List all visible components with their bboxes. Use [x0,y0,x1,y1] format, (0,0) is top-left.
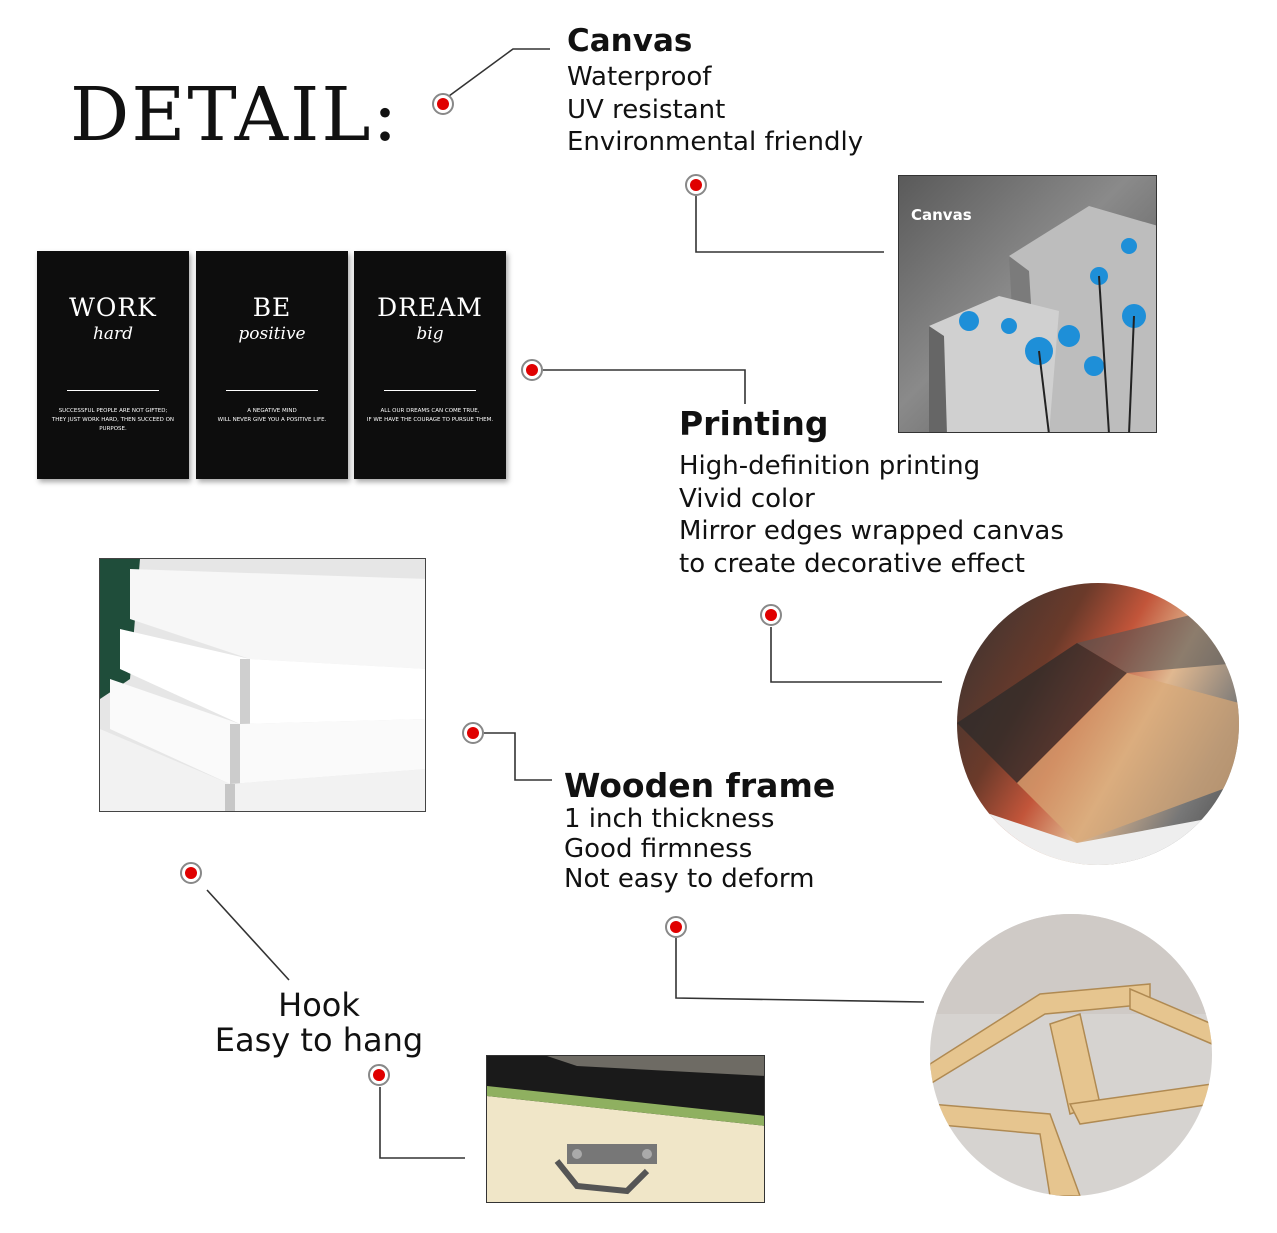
poster-title: WORK [69,293,157,322]
wooden-frame-connector [484,732,552,781]
wooden-frame-heading: Wooden frame [564,766,836,805]
canvas-photo-marker-dot [685,174,707,196]
printing-feature: Printing High-definition printing Vivid … [679,404,1064,580]
canvas-photo: Canvas [898,175,1157,433]
hook-feature: Hook Easy to hang [206,986,432,1060]
hook-subheading: Easy to hang [214,1021,424,1060]
poster-quote: A NEGATIVE MIND [247,408,297,414]
frame-photo-connector [675,938,925,1003]
printing-line: Vivid color [679,483,815,514]
canvas-connector [448,48,550,97]
hook-photo-connector [379,1087,465,1159]
poster-rule [384,390,476,391]
wooden-frame-illustration [930,914,1212,1196]
printing-line: to create decorative effect [679,548,1025,579]
printing-marker-dot [521,359,543,381]
hook-photo-marker-dot [368,1064,390,1086]
poster-set: WORK hard SUCCESSFUL PEOPLE ARE NOT GIFT… [37,251,509,481]
poster-rule [67,390,159,391]
canvas-photo-label: Canvas [911,206,972,224]
poster-work-hard: WORK hard SUCCESSFUL PEOPLE ARE NOT GIFT… [37,251,189,479]
mirror-edge-connector [770,627,942,683]
hook-photo [486,1055,765,1203]
wooden-frame-line: Good firmness [564,834,753,865]
mirror-edge-marker-dot [760,604,782,626]
printing-connector [543,369,746,404]
wooden-frame-line: Not easy to deform [564,864,815,895]
wooden-frame-photo [930,914,1212,1196]
canvas-heading: Canvas [567,23,693,59]
printing-line: Mirror edges wrapped canvas [679,516,1064,547]
stacked-frames-photo [99,558,426,812]
canvas-feature: Canvas Waterproof UV resistant Environme… [567,24,863,159]
hook-heading: Hook [278,986,360,1024]
stacked-frames-illustration [100,559,425,811]
canvas-line: UV resistant [567,94,726,125]
poster-title: BE [252,293,292,322]
poster-quote: IF WE HAVE THE COURAGE TO PURSUE THEM. [366,417,494,423]
canvas-line: Waterproof [567,62,712,93]
hook-connector [206,889,290,981]
canvas-photo-illustration [929,206,1156,432]
page-title: DETAIL: [70,72,400,158]
printing-line: High-definition printing [679,451,981,482]
poster-script: big [416,324,444,344]
poster-dream-big: DREAM big ALL OUR DREAMS CAN COME TRUE, … [354,251,506,479]
poster-rule [226,390,318,391]
mirror-edge-illustration [957,603,1239,865]
poster-quote: THEY JUST WORK HARD, THEN SUCCEED ON PUR… [51,417,175,432]
poster-quote: WILL NEVER GIVE YOU A POSITIVE LIFE. [217,417,327,423]
poster-title: DREAM [377,293,483,322]
poster-quote: ALL OUR DREAMS CAN COME TRUE, [380,408,480,414]
poster-be-positive: BE positive A NEGATIVE MIND WILL NEVER G… [196,251,348,479]
frame-photo-marker-dot [665,916,687,938]
poster-script: positive [238,324,306,344]
printing-heading: Printing [679,404,829,443]
canvas-line: Environmental friendly [567,127,864,158]
canvas-photo-connector [695,196,884,253]
poster-quote: SUCCESSFUL PEOPLE ARE NOT GIFTED; [58,408,168,414]
wooden-frame-marker-dot [462,722,484,744]
hook-marker-dot [180,862,202,884]
poster-script: hard [92,324,134,344]
hook-illustration [487,1056,764,1202]
mirror-edge-photo [957,583,1239,865]
wooden-frame-feature: Wooden frame 1 inch thickness Good firmn… [564,766,836,895]
canvas-marker-dot [432,93,454,115]
wooden-frame-line: 1 inch thickness [564,804,775,835]
